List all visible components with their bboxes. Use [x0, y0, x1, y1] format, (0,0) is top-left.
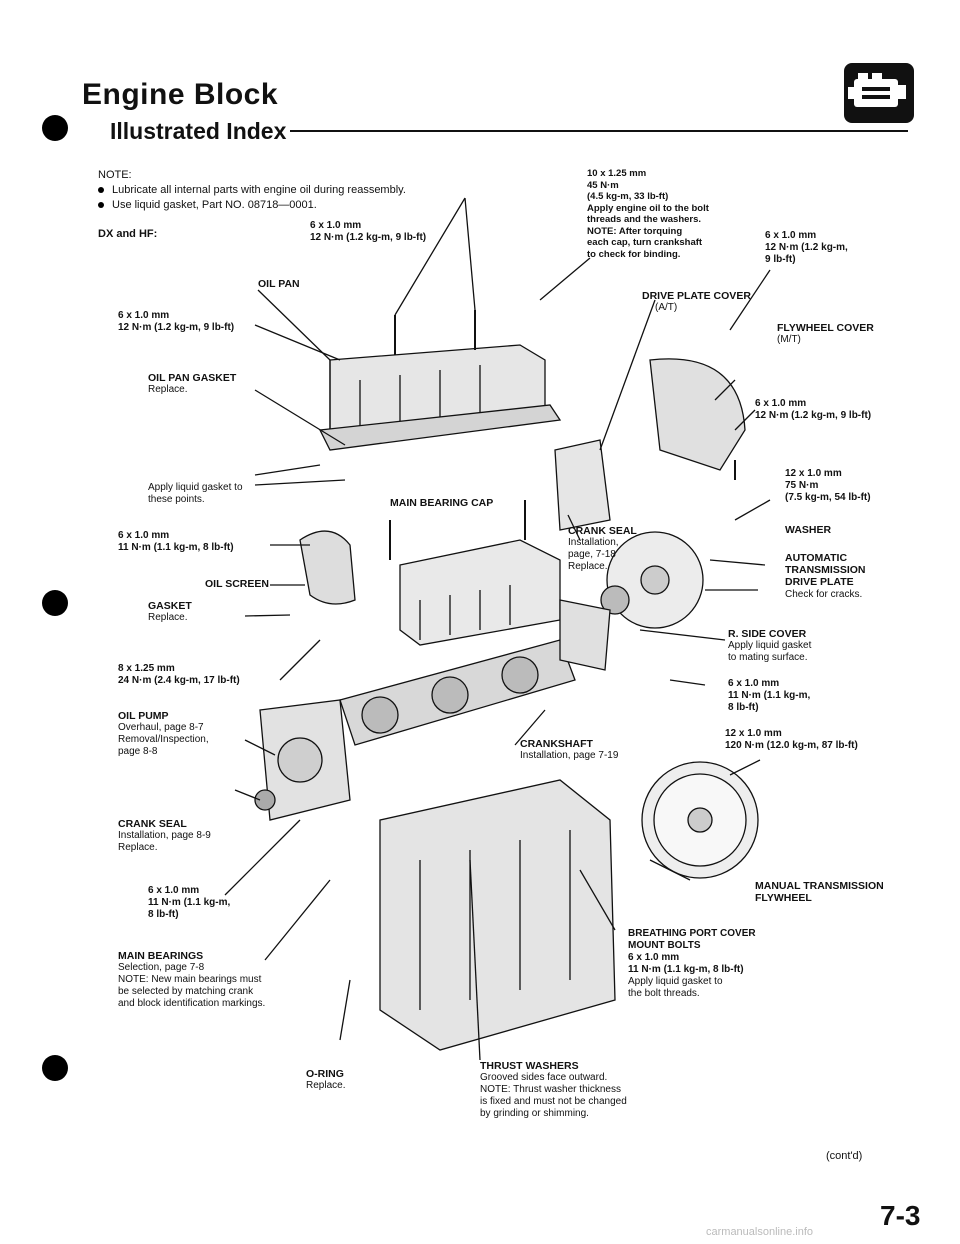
- oil-screen-shape: [299, 530, 356, 605]
- label-pump-bolt: 8 x 1.25 mm 24 N·m (2.4 kg-m, 17 lb-ft): [118, 663, 240, 686]
- label-drive-plate-cover: DRIVE PLATE COVER: [642, 290, 751, 302]
- label-oil-screen: OIL SCREEN: [205, 578, 269, 590]
- engine-icon: [844, 63, 914, 123]
- label-gasket-note: Replace.: [148, 612, 188, 623]
- label-o-ring-note: Replace.: [306, 1080, 346, 1091]
- label-bolt-far-right: 6 x 1.0 mm 12 N·m (1.2 kg-m, 9 lb-ft): [765, 230, 848, 265]
- page-number: 7-3: [880, 1200, 921, 1231]
- label-main-bearings-note: Selection, page 7-8 NOTE: New main beari…: [118, 962, 266, 1009]
- label-oil-pump-note: Overhaul, page 8-7 Removal/Inspection, p…: [118, 722, 209, 757]
- label-oil-pump: OIL PUMP: [118, 710, 169, 722]
- continued-marker: (cont'd): [826, 1150, 863, 1162]
- label-crankshaft-note: Installation, page 7-19: [520, 750, 619, 761]
- label-flywheel-cover: FLYWHEEL COVER: [777, 322, 874, 334]
- label-crank-seal-left: CRANK SEAL: [118, 818, 187, 830]
- label-washer: WASHER: [785, 524, 832, 536]
- label-thrust-washers-note: Grooved sides face outward. NOTE: Thrust…: [480, 1072, 627, 1119]
- note-item-text: Use liquid gasket, Part NO. 08718—0001.: [112, 199, 317, 211]
- label-plate-bolt: 12 x 1.0 mm 75 N·m (7.5 kg-m, 54 lb-ft): [785, 468, 871, 503]
- drive-plate-cover-shape: [554, 439, 611, 531]
- margin-bullet-3: [42, 1055, 68, 1081]
- label-main-bearing-cap: MAIN BEARING CAP: [390, 497, 494, 509]
- label-crank-seal-right-note: Installation, page, 7-18 Replace.: [568, 537, 619, 572]
- label-flywheel-bolt: 12 x 1.0 mm 120 N·m (12.0 kg-m, 87 lb-ft…: [725, 728, 858, 751]
- page-subtitle: Illustrated Index: [110, 118, 287, 144]
- label-cover-bolt: 6 x 1.0 mm 12 N·m (1.2 kg-m, 9 lb-ft): [755, 398, 872, 421]
- label-side-cover-note: Apply liquid gasket to mating surface.: [728, 640, 812, 663]
- label-o-ring: O-RING: [306, 1068, 344, 1080]
- label-screen-bolt: 6 x 1.0 mm 11 N·m (1.1 kg-m, 8 lb-ft): [118, 530, 234, 553]
- watermark: carmanualsonline.info: [706, 1226, 814, 1238]
- page-title: Engine Block: [82, 78, 279, 111]
- label-crankshaft: CRANKSHAFT: [520, 738, 593, 750]
- margin-bullet-2: [42, 590, 68, 616]
- label-block-bolt: 6 x 1.0 mm 11 N·m (1.1 kg-m, 8 lb-ft): [148, 885, 231, 920]
- label-side-cover-bolt: 6 x 1.0 mm 11 N·m (1.1 kg-m, 8 lb-ft): [728, 678, 811, 713]
- label-drive-plate-cover-note: (A/T): [655, 302, 678, 313]
- label-main-bearings: MAIN BEARINGS: [118, 950, 204, 962]
- flywheel-cover-shape: [649, 358, 746, 471]
- label-side-cover: R. SIDE COVER: [728, 628, 807, 640]
- label-bolt-top-right: 10 x 1.25 mm 45 N·m (4.5 kg-m, 33 lb-ft)…: [587, 168, 709, 260]
- label-oil-pan-gasket: OIL PAN GASKET: [148, 372, 237, 384]
- crank-seal-left-shape: [254, 789, 276, 811]
- note-heading: NOTE:: [98, 169, 132, 181]
- label-thrust-washers: THRUST WASHERS: [480, 1060, 579, 1072]
- label-breathing-cover-note: Apply liquid gasket to the bolt threads.: [628, 976, 723, 999]
- section-bullet-1: [42, 115, 68, 141]
- side-cover-shape: [559, 599, 611, 671]
- note-item: Lubricate all internal parts with engine…: [98, 183, 406, 198]
- label-oil-pan-bolt: 6 x 1.0 mm 12 N·m (1.2 kg-m, 9 lb-ft): [118, 310, 235, 333]
- header-rule: [290, 130, 908, 132]
- label-crank-seal-right: CRANK SEAL: [568, 525, 637, 537]
- label-apply-liquid: Apply liquid gasket to these points.: [148, 482, 243, 505]
- label-dx-hf: DX and HF:: [98, 228, 158, 240]
- note-item-text: Lubricate all internal parts with engine…: [112, 184, 406, 196]
- note-item: Use liquid gasket, Part NO. 08718—0001.: [98, 198, 406, 213]
- label-drive-plate: AUTOMATIC TRANSMISSION DRIVE PLATE: [785, 552, 866, 588]
- label-gasket: GASKET: [148, 600, 192, 612]
- label-flywheel-cover-note: (M/T): [777, 334, 801, 345]
- engine-block-shape: [379, 779, 616, 1051]
- label-manual-flywheel: MANUAL TRANSMISSION FLYWHEEL: [755, 880, 884, 904]
- crank-seal-right-shape: [600, 585, 630, 615]
- note-block: NOTE: Lubricate all internal parts with …: [98, 168, 406, 213]
- label-breathing-cover: BREATHING PORT COVER MOUNT BOLTS 6 x 1.0…: [628, 928, 756, 975]
- label-drive-plate-note: Check for cracks.: [785, 589, 863, 600]
- label-oil-pan-gasket-note: Replace.: [148, 384, 188, 395]
- label-bolt-top-center: 6 x 1.0 mm 12 N·m (1.2 kg-m, 9 lb-ft): [310, 220, 427, 243]
- label-oil-pan: OIL PAN: [258, 278, 300, 290]
- label-crank-seal-left-note: Installation, page 8-9 Replace.: [118, 830, 211, 853]
